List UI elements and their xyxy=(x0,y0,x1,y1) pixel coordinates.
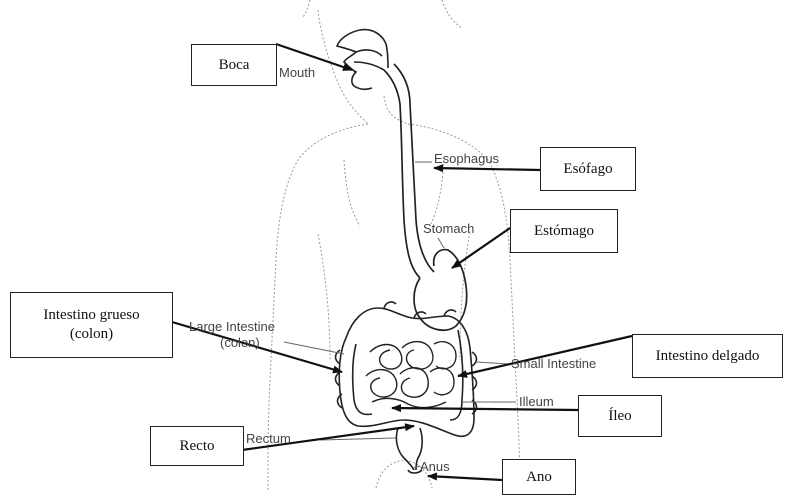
english-label-mouth: Mouth xyxy=(279,66,315,80)
label-esofago: Esófago xyxy=(563,160,612,179)
english-label-stomach: Stomach xyxy=(423,222,474,236)
label-intestino-delgado: Intestino delgado xyxy=(656,347,760,366)
label-intestino-grueso-colon: (colon) xyxy=(70,325,113,344)
label-box-intestino-grueso: Intestino grueso (colon) xyxy=(10,292,173,358)
english-label-large-intestine: Large Intestine xyxy=(189,320,275,334)
english-label-esophagus: Esophagus xyxy=(434,152,499,166)
label-box-esofago: Esófago xyxy=(540,147,636,191)
label-box-ileo: Íleo xyxy=(578,395,662,437)
english-label-anus: Anus xyxy=(420,460,450,474)
label-box-recto: Recto xyxy=(150,426,244,466)
label-boca: Boca xyxy=(219,56,250,75)
label-box-boca: Boca xyxy=(191,44,277,86)
english-label-large-intestine-colon: (colon) xyxy=(220,336,260,350)
label-ano: Ano xyxy=(526,468,552,487)
label-ileo: Íleo xyxy=(608,407,631,426)
esophagus-tube xyxy=(384,64,434,278)
english-label-rectum: Rectum xyxy=(246,432,291,446)
english-label-illeum: Illeum xyxy=(519,395,554,409)
arrow-esofago xyxy=(434,168,540,170)
label-box-ano: Ano xyxy=(502,459,576,495)
small-intestine-coils xyxy=(366,342,456,408)
label-box-estomago: Estómago xyxy=(510,209,618,253)
arrow-ano xyxy=(428,476,502,480)
label-estomago: Estómago xyxy=(534,222,594,241)
label-box-intestino-delgado: Intestino delgado xyxy=(632,334,783,378)
label-intestino-grueso: Intestino grueso xyxy=(43,306,139,325)
head-profile xyxy=(337,30,388,90)
spanish-arrows xyxy=(172,44,632,480)
english-label-small-intestine: Small Intestine xyxy=(511,357,596,371)
label-recto: Recto xyxy=(180,437,215,456)
